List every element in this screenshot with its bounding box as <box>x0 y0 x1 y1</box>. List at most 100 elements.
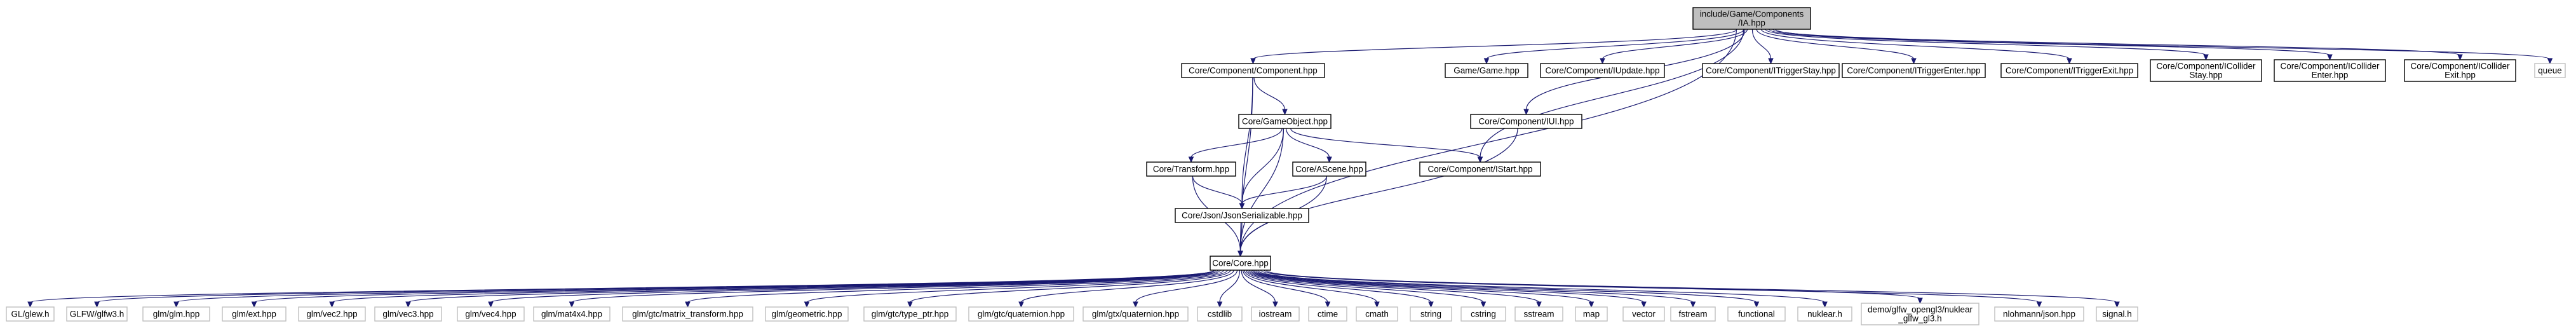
edge-arrowhead <box>804 301 810 308</box>
graph-node-ascene[interactable]: Core/AScene.hpp <box>1292 161 1366 177</box>
node-label: glm/vec2.hpp <box>306 310 357 319</box>
graph-node-itriggerexit[interactable]: Core/Component/ITriggerExit.hpp <box>2000 63 2138 78</box>
node-label: glm/gtc/matrix_transform.hpp <box>632 310 743 319</box>
graph-node-iui[interactable]: Core/Component/IUI.hpp <box>1470 114 1582 129</box>
edge-gameobject-to-istart <box>1290 128 1483 163</box>
graph-node-vec3: glm/vec3.hpp <box>374 306 442 322</box>
edge-ascene-to-json <box>1239 175 1327 210</box>
edge-core-to-string <box>1245 270 1434 308</box>
node-box <box>298 306 366 322</box>
edge-line <box>571 270 1221 303</box>
edge-line <box>1249 270 1540 303</box>
graph-node-functional: functional <box>1727 306 1786 322</box>
edge-line <box>1253 270 1694 303</box>
node-label: ctime <box>1318 310 1338 319</box>
graph-node-vec4: glm/vec4.hpp <box>457 306 525 322</box>
graph-node-core[interactable]: Core/Core.hpp <box>1210 256 1271 271</box>
edge-line <box>909 270 1231 303</box>
node-box <box>1514 306 1563 322</box>
edge-arrowhead <box>2067 58 2072 65</box>
node-box <box>1410 306 1452 322</box>
node-label: glm/geometric.hpp <box>771 310 842 319</box>
node-box <box>1797 306 1852 322</box>
edge-arrowhead <box>1483 58 1490 65</box>
edge-line <box>1252 29 1737 60</box>
graph-node-itriggerstay[interactable]: Core/Component/ITriggerStay.hpp <box>1702 63 1840 78</box>
graph-node-gtx-quat: glm/gtx/quaternion.hpp <box>1082 306 1189 322</box>
graph-node-transform[interactable]: Core/Transform.hpp <box>1146 161 1236 177</box>
graph-node-matrix-transform: glm/gtc/matrix_transform.hpp <box>622 306 753 322</box>
edge-line <box>1135 270 1238 303</box>
node-label: glm/vec4.hpp <box>465 310 516 319</box>
edge-line <box>1251 270 1645 303</box>
edge-line <box>490 270 1218 303</box>
edge-line <box>29 270 1215 303</box>
graph-node-nlohmann: nlohmann/json.hpp <box>1994 306 2084 322</box>
node-box <box>1994 306 2084 322</box>
node-label: glm/glm.hpp <box>153 310 200 319</box>
node-box <box>142 306 210 322</box>
node-label: glm/gtx/quaternion.hpp <box>1092 310 1179 319</box>
edge-arrowhead <box>1428 301 1434 308</box>
edge-ia-to-icolliderenter <box>1769 29 2333 61</box>
edge-arrowhead <box>1018 301 1024 308</box>
edge-line <box>1241 175 1327 205</box>
node-box <box>1308 306 1347 322</box>
edge-line <box>1190 128 1283 158</box>
graph-node-cstdlib: cstdlib <box>1197 306 1243 322</box>
node-box <box>863 306 957 322</box>
edge-json-to-core <box>1237 222 1243 257</box>
graph-node-game[interactable]: Game/Game.hpp <box>1445 63 1528 78</box>
edge-arrowhead <box>1600 58 1605 65</box>
edge-ia-to-queue <box>1775 29 2553 65</box>
edge-arrowhead <box>1374 301 1380 308</box>
graph-node-iupdate[interactable]: Core/Component/IUpdate.hpp <box>1540 63 1665 78</box>
edge-line <box>1756 29 1915 60</box>
node-label: cstdlib <box>1208 310 1232 319</box>
graph-node-istart[interactable]: Core/Component/IStart.hpp <box>1419 161 1541 177</box>
edge-arrowhead <box>569 301 575 308</box>
edge-core-to-mat4x4 <box>569 270 1221 308</box>
node-box <box>1175 208 1309 223</box>
graph-node-itriggerenter[interactable]: Core/Component/ITriggerEnter.hpp <box>1842 63 1986 78</box>
graph-node-gameobject[interactable]: Core/GameObject.hpp <box>1238 114 1332 129</box>
edge-arrowhead <box>1282 109 1288 116</box>
edge-line <box>1751 29 1772 60</box>
edge-core-to-vector <box>1251 270 1647 308</box>
edge-line <box>1486 29 1744 60</box>
edge-core-to-cmath <box>1244 270 1380 308</box>
node-label: glm/ext.hpp <box>232 310 276 319</box>
node-box <box>1445 63 1528 78</box>
graph-node-json[interactable]: Core/Json/JsonSerializable.hpp <box>1175 208 1309 223</box>
graph-node-nuklear: nuklear.h <box>1797 306 1852 322</box>
node-box <box>1692 7 1811 30</box>
graph-node-cmath: cmath <box>1356 306 1398 322</box>
edge-arrowhead <box>1217 301 1223 308</box>
edge-arrowhead <box>2203 54 2209 61</box>
edge-arrowhead <box>1753 301 1760 308</box>
edge-arrowhead <box>2327 54 2333 61</box>
node-box <box>2000 63 2138 78</box>
node-box <box>457 306 525 322</box>
node-box <box>66 306 128 322</box>
edge-ia-to-itriggerstay <box>1751 29 1774 65</box>
node-label: glm/gtc/type_ptr.hpp <box>872 310 949 319</box>
edge-arrowhead <box>1326 156 1332 163</box>
edge-core-to-gtc-quat <box>1018 270 1234 308</box>
graph-node-signal: signal.h <box>2096 306 2138 322</box>
edge-line <box>1241 128 1285 205</box>
edge-ia-to-itriggerenter <box>1756 29 1917 65</box>
edge-core-to-vec4 <box>488 270 1218 308</box>
edge-line <box>1290 128 1481 158</box>
node-box <box>1146 161 1236 177</box>
edge-component-to-core <box>1237 77 1253 257</box>
edge-core-to-geometric <box>804 270 1228 308</box>
node-label: Core/Component/ITriggerStay.hpp <box>1706 66 1836 76</box>
node-label: sstream <box>1523 310 1554 319</box>
graph-node-ia: include/Game/Components/IA.hpp <box>1692 7 1811 30</box>
node-box <box>2150 59 2262 82</box>
graph-node-component[interactable]: Core/Component/Component.hpp <box>1181 63 1325 78</box>
